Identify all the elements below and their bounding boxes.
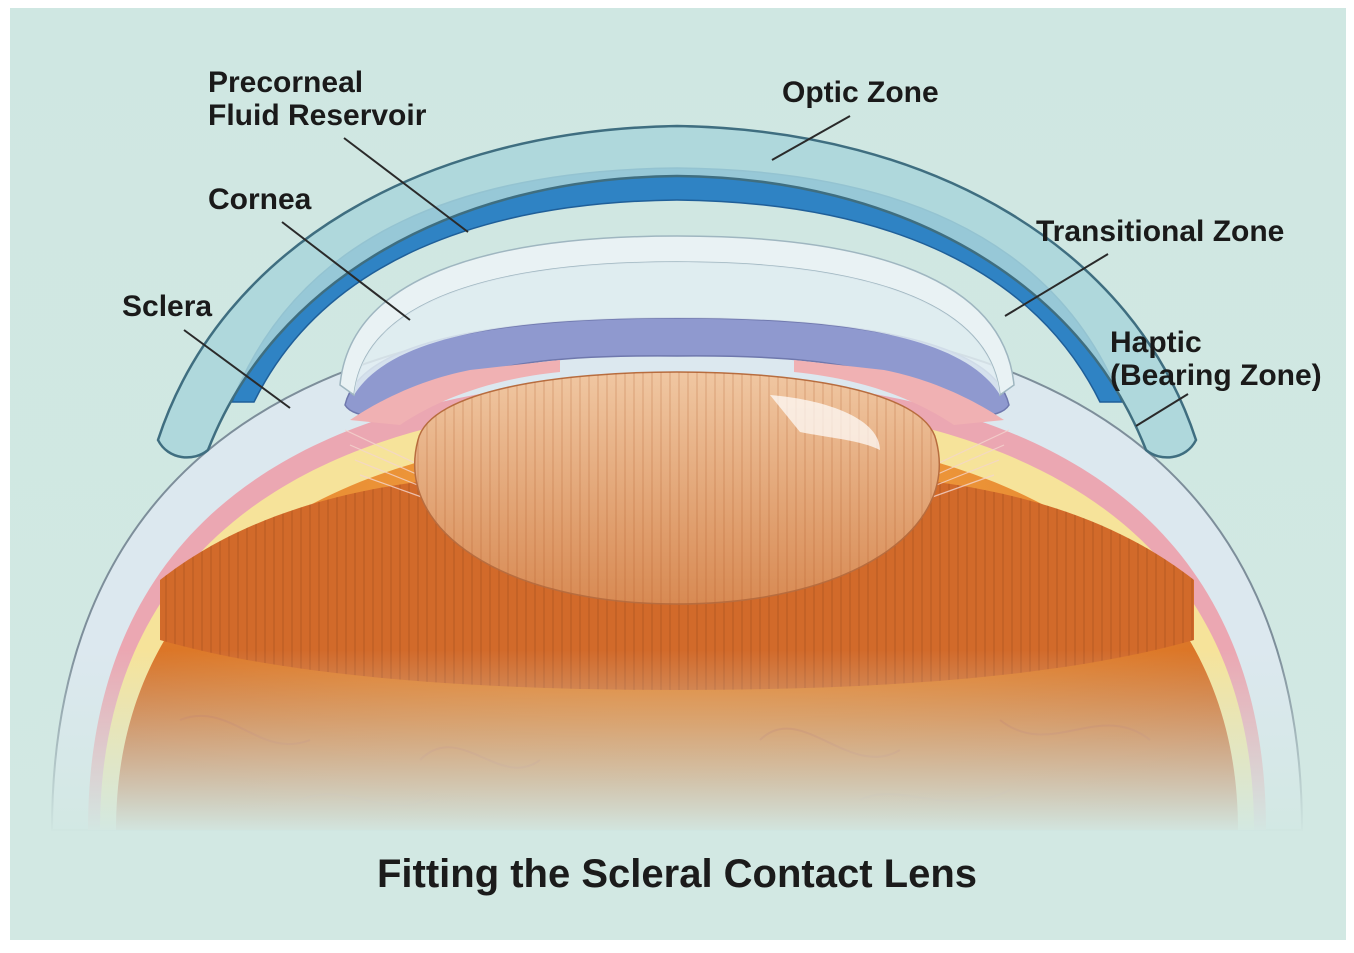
label-precorneal-line2: Fluid Reservoir	[208, 99, 426, 132]
label-precorneal: Precorneal Fluid Reservoir	[208, 66, 426, 132]
label-transitional-zone: Transitional Zone	[1036, 215, 1284, 248]
label-sclera: Sclera	[122, 290, 212, 323]
diagram-caption: Fitting the Scleral Contact Lens	[0, 852, 1354, 897]
label-haptic: Haptic (Bearing Zone)	[1110, 326, 1322, 392]
label-optic-zone: Optic Zone	[782, 76, 939, 109]
label-haptic-line1: Haptic	[1110, 326, 1322, 359]
label-haptic-line2: (Bearing Zone)	[1110, 359, 1322, 392]
label-cornea: Cornea	[208, 183, 311, 216]
label-precorneal-line1: Precorneal	[208, 66, 426, 99]
